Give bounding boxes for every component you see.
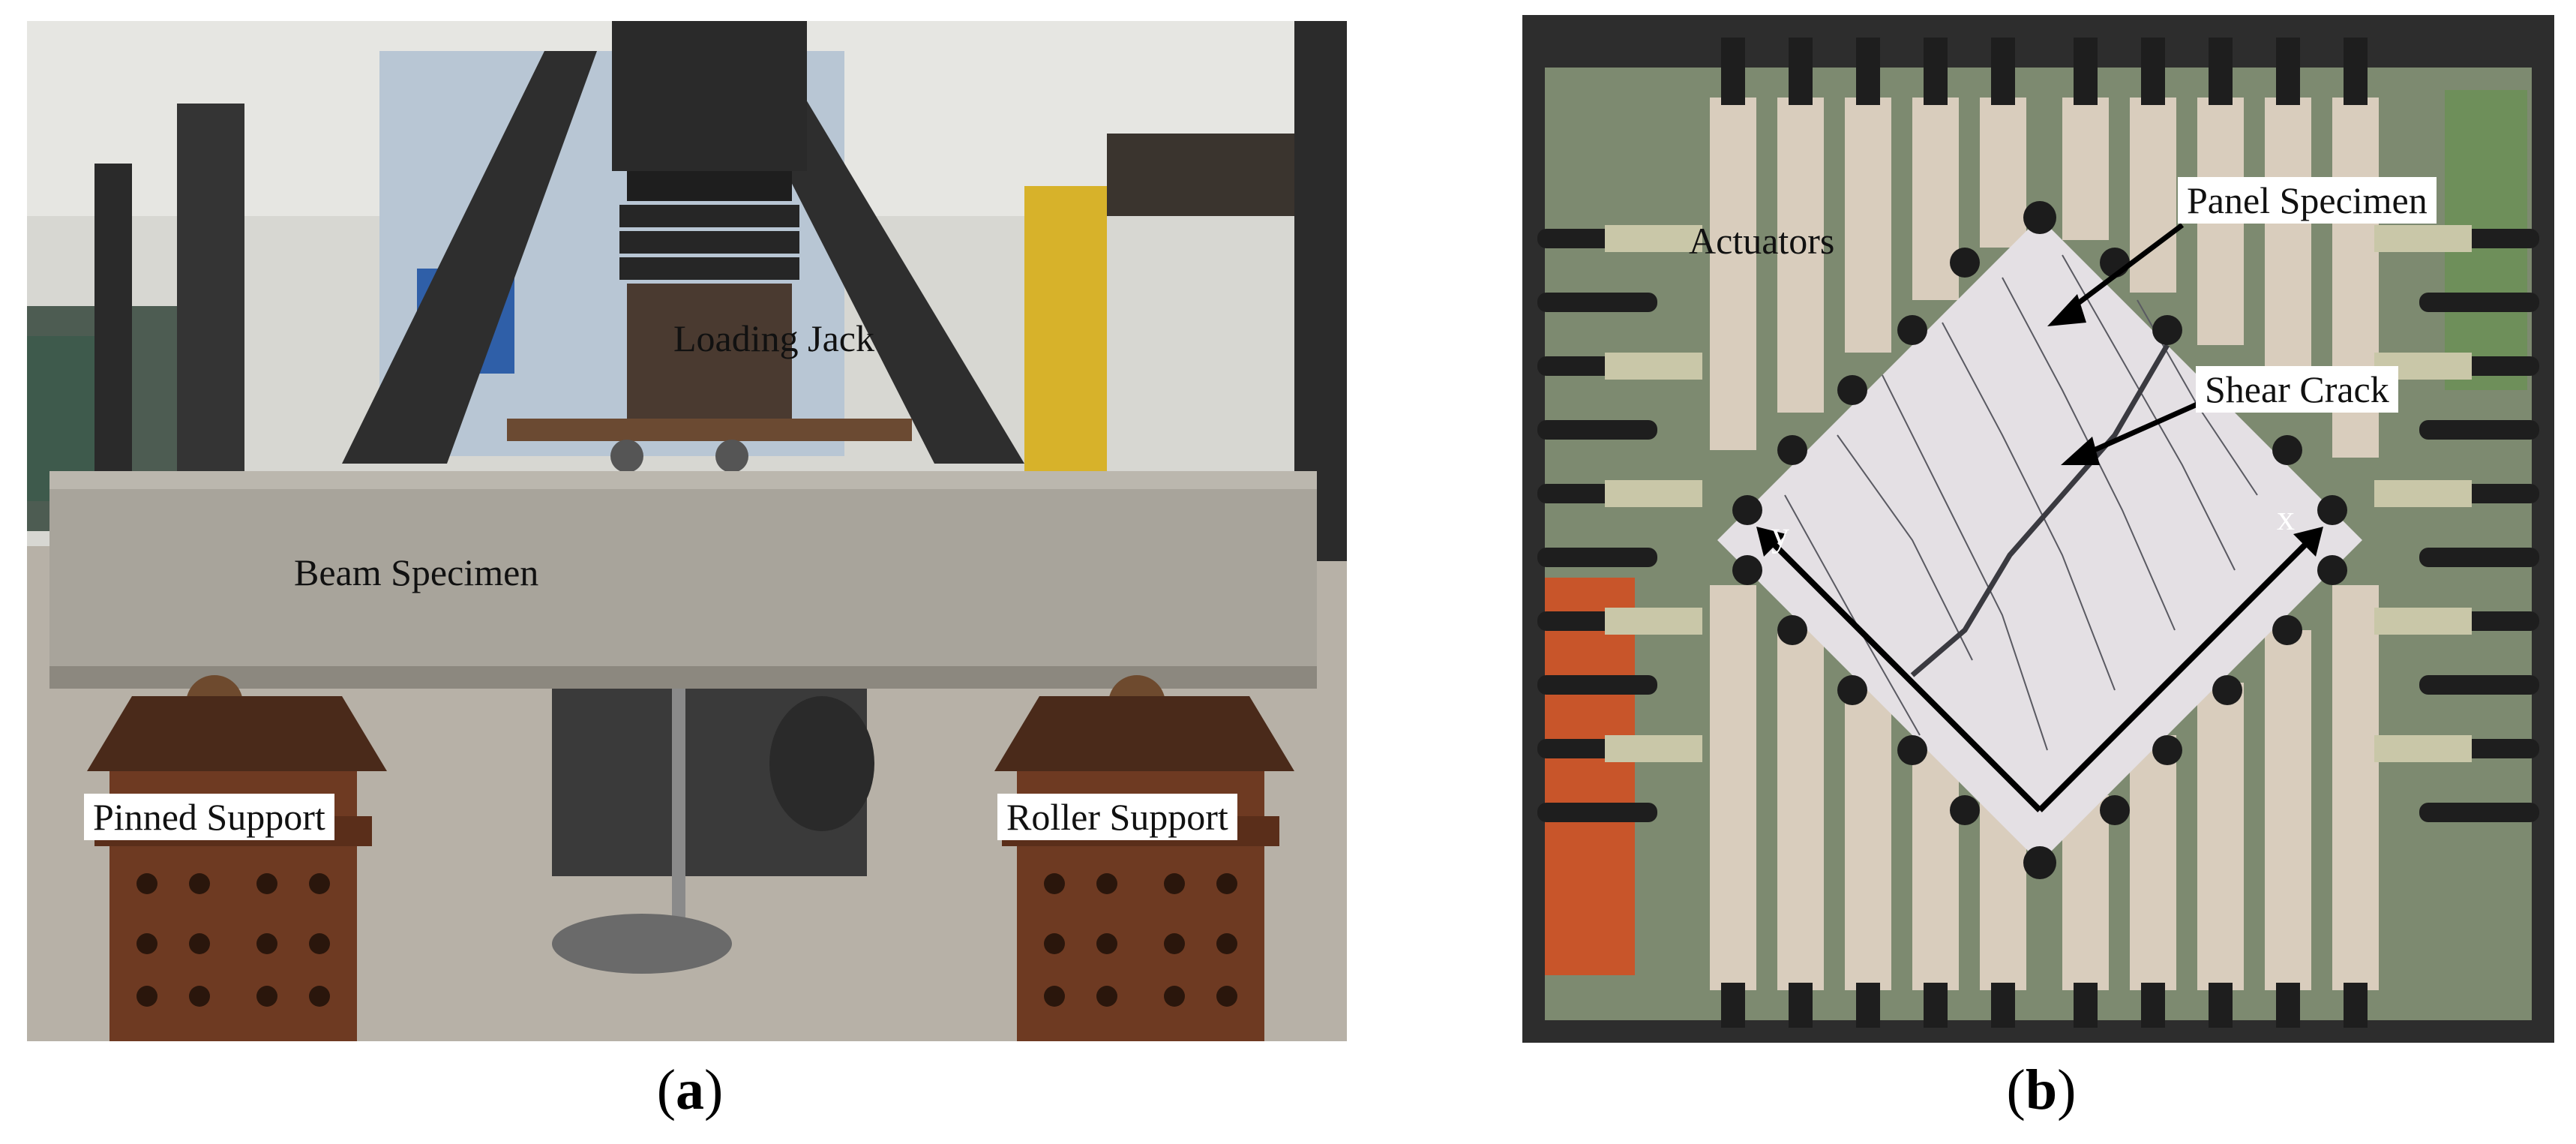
label-roller-support: Roller Support: [997, 794, 1237, 840]
label-panel-specimen: Panel Specimen: [2178, 177, 2437, 224]
label-actuators: Actuators: [1689, 220, 1835, 262]
caption-b: (b): [2006, 1058, 2077, 1121]
axis-label-y: y: [1771, 515, 1789, 554]
label-loading-jack: Loading Jack: [673, 317, 874, 359]
label-beam-specimen: Beam Specimen: [294, 551, 539, 593]
caption-a-letter: a: [676, 1058, 704, 1121]
caption-a: (a): [656, 1058, 724, 1121]
photo-beam-test: [27, 21, 1347, 1041]
caption-b-letter: b: [2025, 1058, 2058, 1121]
beam-test-scene: [27, 21, 1347, 1041]
panel-test-scene: [1522, 15, 2554, 1043]
label-pinned-support: Pinned Support: [84, 794, 334, 840]
axis-label-x: x: [2277, 498, 2295, 538]
label-shear-crack: Shear Crack: [2196, 366, 2398, 413]
photo-panel-test: [1522, 15, 2554, 1043]
